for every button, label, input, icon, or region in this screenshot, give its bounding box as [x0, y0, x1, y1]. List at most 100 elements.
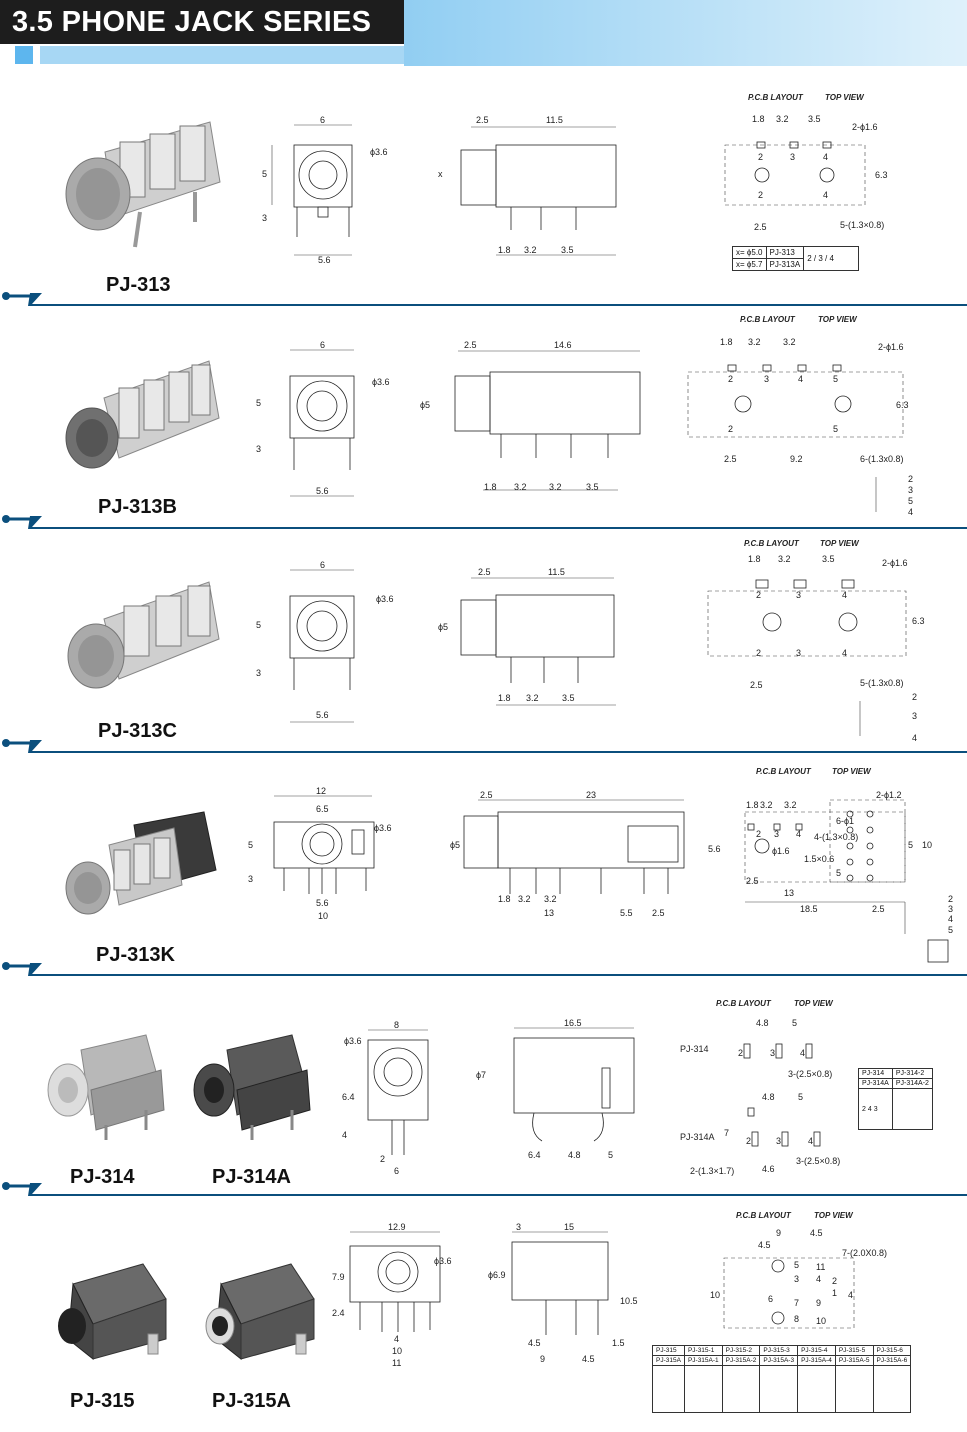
pj313c-pcb-a: 1.8 [748, 554, 761, 564]
pj313c-photo [67, 581, 220, 689]
pj315-table-5: PJ-315-5 [834, 1345, 874, 1356]
pj314-side-l: 16.5 [564, 1018, 582, 1028]
pj313b-side-b: 14.6 [554, 340, 572, 350]
pj315-pcb-h2: 4 [848, 1290, 853, 1300]
pj313c-pcb-h: 6.3 [912, 616, 925, 626]
pj313-pcb-pads: 5-(1.3×0.8) [840, 220, 884, 230]
pj313b-schem-4: 4 [908, 507, 913, 517]
pj313k-side-l1: 13 [544, 908, 554, 918]
pj313b-front-h1: 5 [256, 398, 261, 408]
pj314a-photo [193, 1034, 311, 1140]
pj314-pcb1-b: 5 [792, 1018, 797, 1028]
pj315-pcb-c: 4.5 [758, 1240, 771, 1250]
separator-1 [2, 292, 967, 306]
pj313k-schem-5: 5 [948, 925, 953, 935]
pj313k-side-a: 2.5 [480, 790, 493, 800]
pj313b-side-p4: 3.5 [586, 482, 599, 492]
pj315-pcb-label: P.C.B LAYOUT [736, 1211, 792, 1220]
pj313-side-a: 2.5 [476, 115, 489, 125]
pj313c-front-h2: 3 [256, 668, 261, 678]
pj315a-model: PJ-315A [212, 1390, 291, 1412]
pj315-photo [58, 1263, 167, 1361]
pj315-pcb-p7: 7 [794, 1298, 799, 1308]
pj313b-front-h2: 3 [256, 444, 261, 454]
pj313k-side-p3: 3.2 [544, 894, 557, 904]
pj314a-model: PJ-314A [212, 1166, 291, 1188]
pj314-pcb2-pads: 3-(2.5×0.8) [796, 1156, 840, 1166]
pj313-pcb-b: 3.2 [776, 114, 789, 124]
pj315-side-l1: 9 [540, 1354, 545, 1364]
pj313-front-bottom: 5.6 [318, 255, 331, 265]
pj313k-front-b1: 5.6 [316, 898, 329, 908]
pj313c-pcb-p3b: 3 [796, 648, 801, 658]
pj313c-pcb-layout: P.C.B LAYOUT TOP VIEW 1.8 3.2 3.5 2-ϕ1.6… [707, 539, 925, 743]
pj313-side-b: 11.5 [546, 115, 563, 125]
pj315-side-view: 3 15 ϕ6.9 10.5 4.5 1.5 9 4.5 [488, 1222, 638, 1364]
pj313-schem-4: 4 [829, 254, 834, 263]
pj315-schem-cell-6 [872, 1365, 912, 1413]
separator-3 [2, 739, 967, 753]
pj314-table-c3: PJ-314A [858, 1078, 893, 1089]
pj315-side-b: 15 [564, 1222, 574, 1232]
pj313b-pcb-h: 6.3 [896, 400, 909, 410]
pj315-side-d: ϕ6.9 [488, 1270, 506, 1280]
pj313-pcb-p2: 2 [758, 152, 763, 162]
pj315-pcb-p10: 10 [816, 1316, 826, 1326]
pj313-pcb-layout: P.C.B LAYOUT TOP VIEW 1.8 3.2 3.5 2-ϕ1.6… [724, 93, 888, 232]
pj315-table-0: PJ-315 [652, 1345, 685, 1356]
pj313b-pcb-c: 3.2 [783, 337, 796, 347]
pj313-table-r2a: x= ϕ5.7 [732, 258, 767, 271]
pj314-front-h2: 4 [342, 1130, 347, 1140]
page-title: 3.5 PHONE JACK SERIES [0, 0, 404, 44]
pj315-table-3: PJ-315-3 [759, 1345, 799, 1356]
pj314-pcb-label: P.C.B LAYOUT [716, 999, 772, 1008]
pj313c-pcb-label: P.C.B LAYOUT [744, 539, 800, 548]
pj313b-pcb-p3: 3 [764, 374, 769, 384]
pj313c-pcb-p4: 4 [842, 590, 847, 600]
pj314-pcb1-pads: 3-(2.5×0.8) [788, 1069, 832, 1079]
pj313c-pcb-hole: 2-ϕ1.6 [882, 558, 908, 568]
pj314-pcb-layout: P.C.B LAYOUT TOP VIEW PJ-314 4.8 5 2 3 4… [680, 999, 840, 1176]
pj313-front-w: 6 [320, 115, 325, 125]
pj313k-side-l3: 2.5 [652, 908, 665, 918]
pj315-front-w: 12.9 [388, 1222, 406, 1232]
pj313b-side-a: 2.5 [464, 340, 477, 350]
pj313-pcb-c: 3.5 [808, 114, 821, 124]
pj313k-side-p1: 1.8 [498, 894, 511, 904]
pj314-top-view: TOP VIEW [794, 999, 834, 1008]
pj315-table-2: PJ-315-2 [721, 1345, 761, 1356]
pj313c-side-p2: 3.2 [526, 693, 539, 703]
pj313b-pcb-bottom1: 2.5 [724, 454, 737, 464]
pj315-schem-cell-3 [759, 1365, 799, 1413]
pj314-pcb1-name: PJ-314 [680, 1044, 709, 1054]
pj315-pcb-pads: 7-(2.0X0.8) [842, 1248, 887, 1258]
pj313k-pcb-h1: 5.6 [708, 844, 721, 854]
pj315-pcb-h1: 10 [710, 1290, 720, 1300]
pj313-pcb-bottom: 2.5 [754, 222, 767, 232]
pj313k-pcb-layout: P.C.B LAYOUT TOP VIEW 2-ϕ1.2 1.8 3.2 3.2… [708, 767, 953, 963]
pj313b-pcb-a: 1.8 [720, 337, 733, 347]
pj313b-front-bottom: 5.6 [316, 486, 329, 496]
pj313b-model: PJ-313B [98, 496, 177, 518]
pj315-pcb-p8: 8 [794, 1314, 799, 1324]
pj315-table-10: PJ-315A-3 [759, 1355, 799, 1366]
pj313k-top-view: TOP VIEW [832, 767, 872, 776]
pj313c-front-h1: 5 [256, 620, 261, 630]
pj315-side-l2: 4.5 [582, 1354, 595, 1364]
pj313k-pcb-hole3: ϕ1.6 [772, 846, 790, 856]
pj313b-pcb-label: P.C.B LAYOUT [740, 315, 796, 324]
pj315-front-b3: 11 [392, 1358, 401, 1368]
pj314-front-view: 8 ϕ3.6 6.4 4 2 6 [342, 1020, 429, 1176]
pj315-side-p2: 1.5 [612, 1338, 625, 1348]
pj313b-pcb-b: 3.2 [748, 337, 761, 347]
pj313k-pcb-p5: 5 [836, 868, 841, 878]
pj313-front-h1: 5 [262, 169, 267, 179]
pj313k-pcb-b1: 2.5 [746, 876, 759, 886]
pj315-schem-cell-2 [721, 1365, 761, 1413]
pj315-schem-cell-0 [652, 1365, 685, 1413]
pj315-pcb-b: 4.5 [810, 1228, 823, 1238]
pj315-table-6: PJ-315-6 [872, 1345, 912, 1356]
pj315-pcb-p9: 9 [816, 1298, 821, 1308]
pj313-side-p2: 3.2 [524, 245, 537, 255]
pj314-table-c2: PJ-314-2 [891, 1068, 933, 1079]
